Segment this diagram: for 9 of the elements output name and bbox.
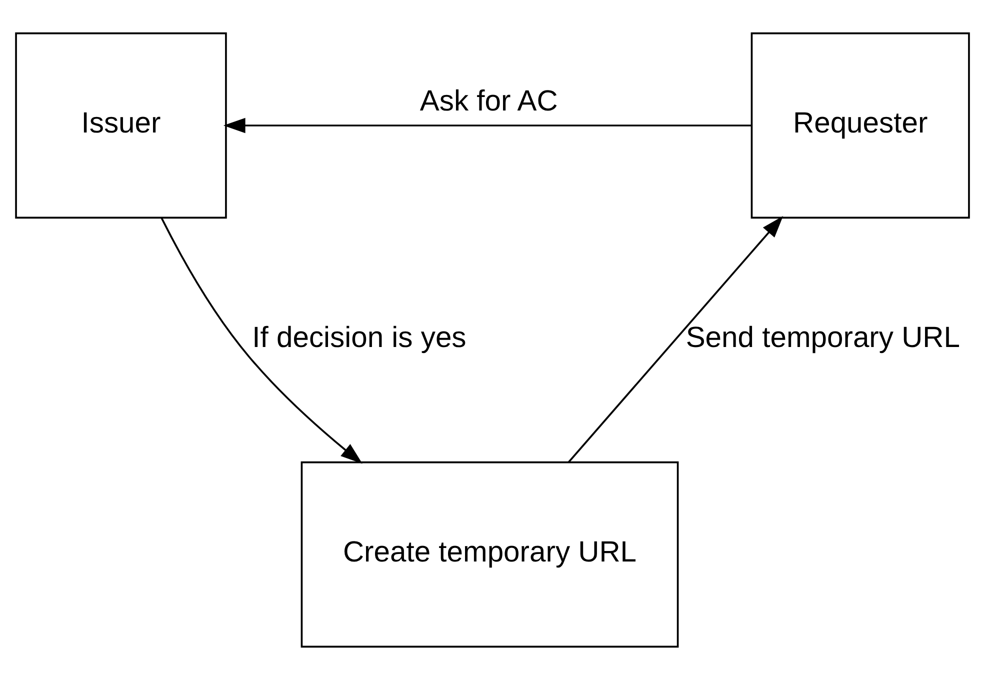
node-box: Requester (750, 32, 970, 218)
edge-label: Send temporary URL (686, 321, 960, 354)
edge-label: If decision is yes (252, 321, 466, 354)
arrow (568, 215, 784, 462)
arrow (160, 216, 362, 464)
edge-label: Ask for AC (420, 85, 558, 118)
node-box: Create temporary URL (300, 460, 679, 648)
node-box: Issuer (15, 32, 227, 218)
arrow (223, 117, 752, 133)
